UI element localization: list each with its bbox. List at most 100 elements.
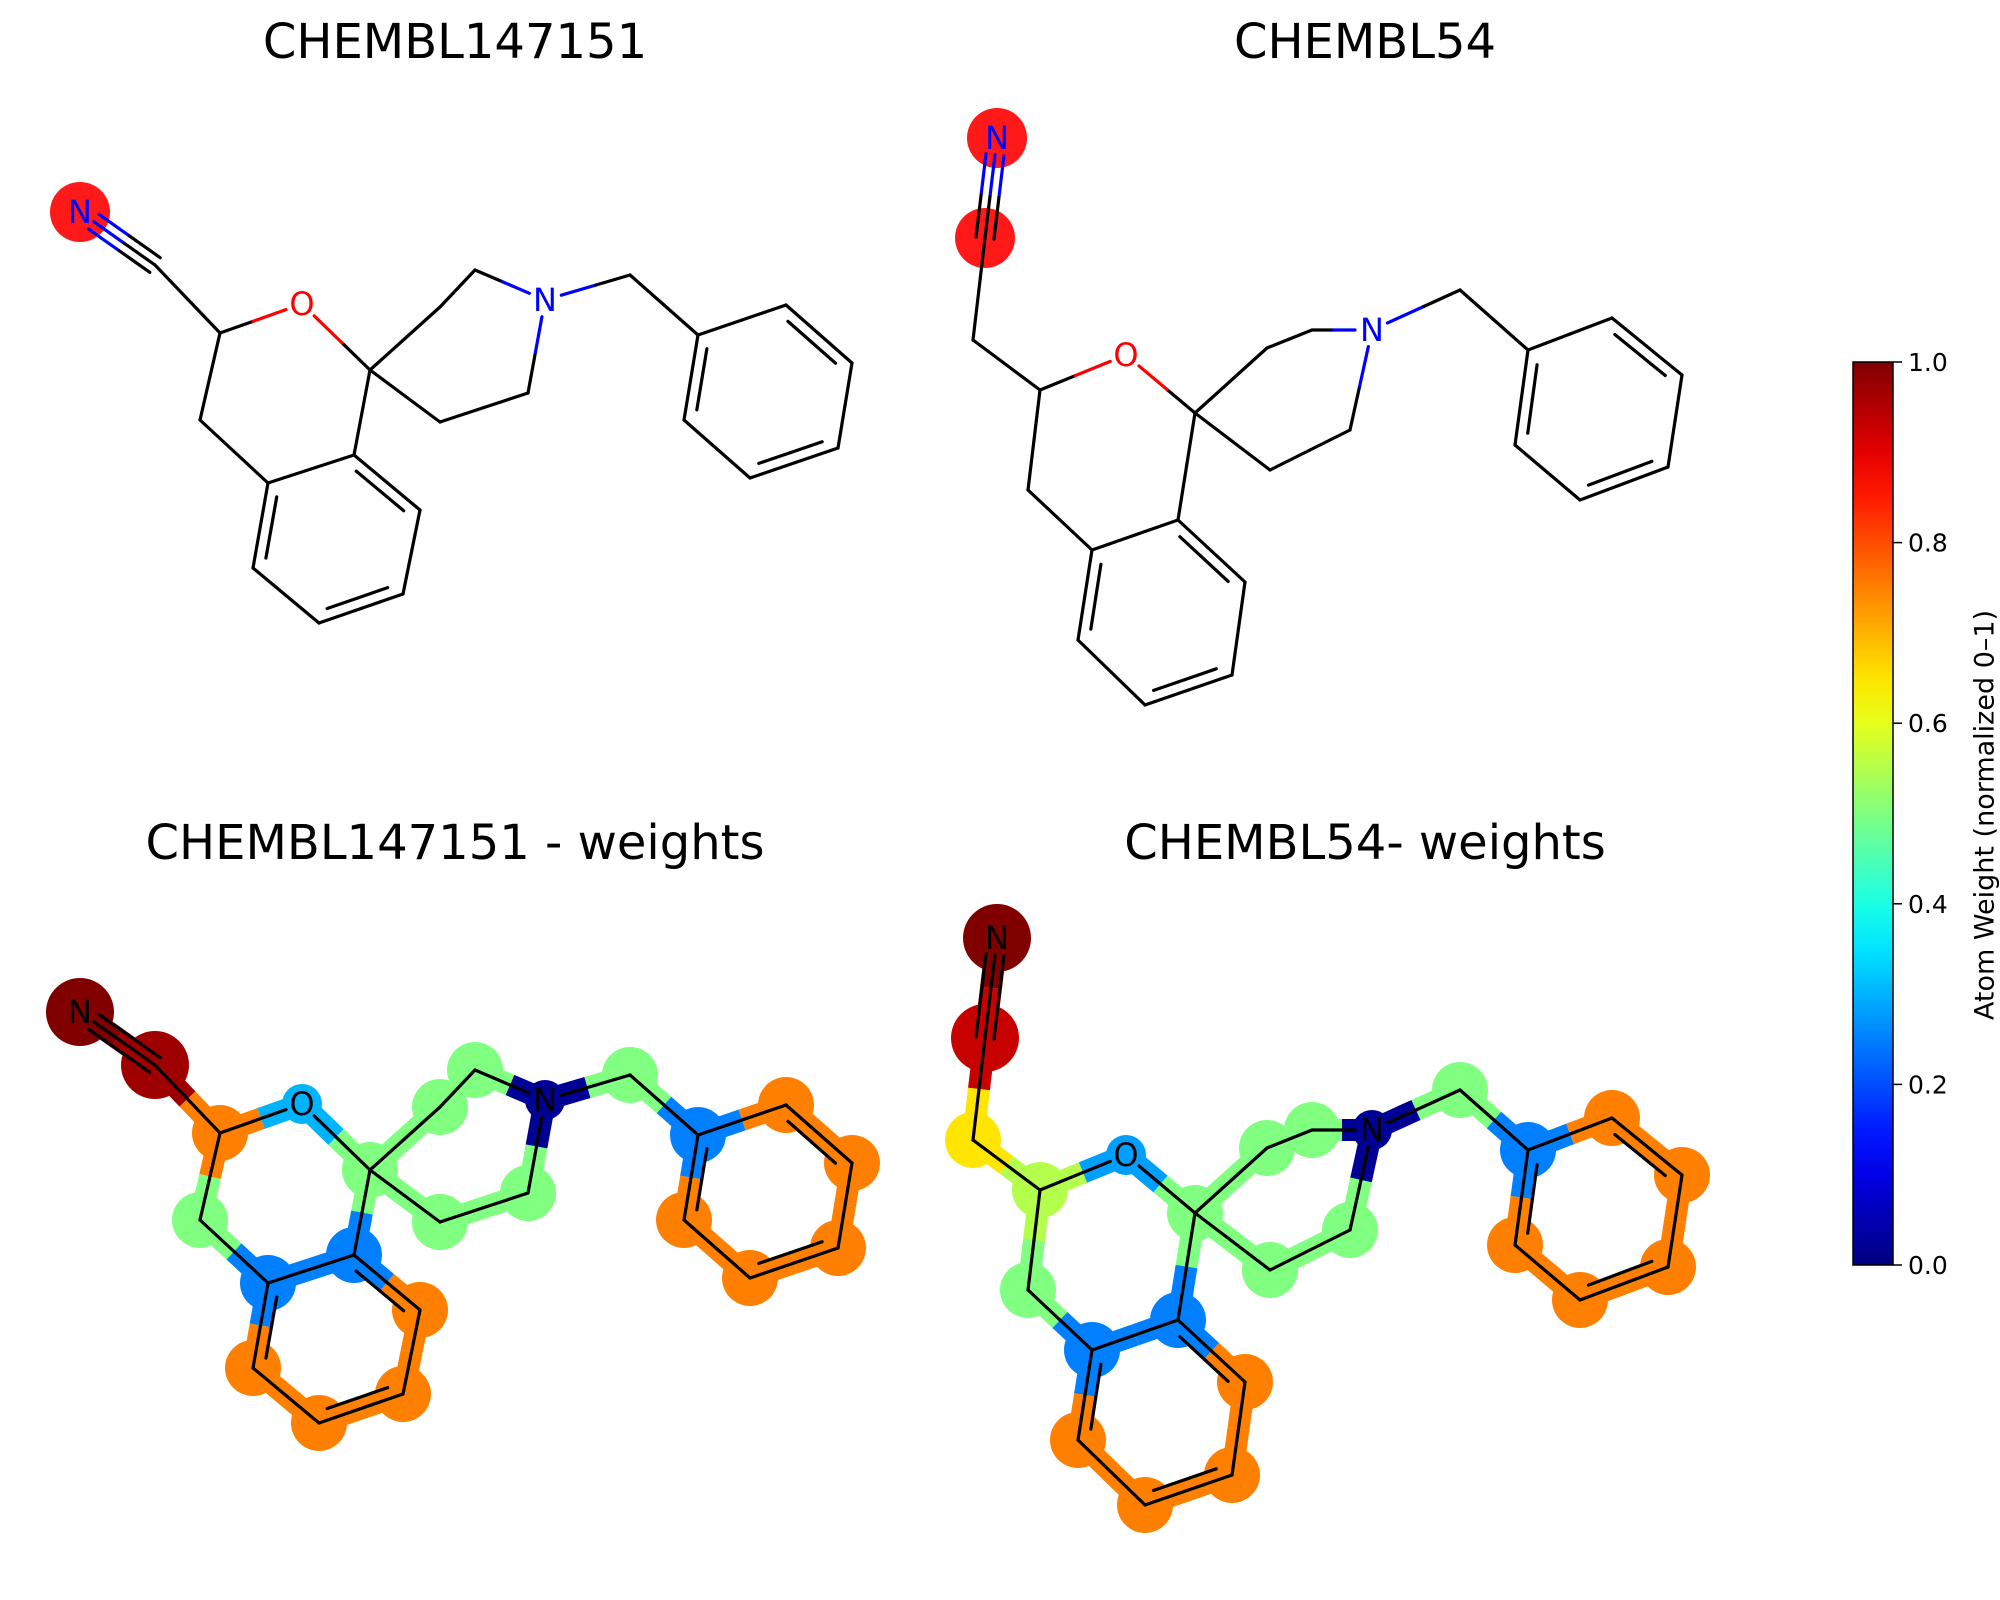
bond-10 — [266, 1253, 356, 1285]
bond-0 — [974, 152, 1006, 241]
bond-5 — [1026, 488, 1094, 552]
bond-9 — [1230, 580, 1247, 677]
bond-17 — [1348, 345, 1370, 432]
bond-15 — [1265, 328, 1314, 350]
colorbar-tick-label-5: 1.0 — [1908, 348, 1948, 377]
bond-1 — [971, 236, 987, 342]
atom-weight-0 — [963, 904, 1031, 972]
bond-14 — [1193, 346, 1269, 415]
bond-6 — [1076, 548, 1103, 642]
bond-23 — [748, 1240, 840, 1280]
atom-label-15: N — [1360, 1111, 1384, 1149]
bond-21 — [1458, 288, 1530, 352]
bond-13 — [368, 1105, 442, 1172]
bond-23 — [1513, 443, 1582, 502]
colorbar-label: Atom Weight (normalized 0–1) — [1969, 609, 2000, 1021]
bond-25 — [784, 303, 854, 365]
panel-title-2: CHEMBL54 — [1233, 14, 1497, 70]
bond-16 — [526, 1115, 544, 1195]
atom-weight-3 — [282, 1084, 322, 1124]
bond-7 — [1076, 638, 1147, 707]
bond-20 — [628, 273, 700, 337]
bond-14 — [1193, 1146, 1269, 1215]
atom-weight-4 — [1106, 1135, 1146, 1175]
bond-1 — [153, 263, 222, 335]
bond-3 — [198, 331, 222, 422]
bond-26 — [696, 303, 788, 337]
bond-1 — [971, 1036, 987, 1142]
bond-20 — [628, 1073, 700, 1137]
atom-label-14: N — [533, 1081, 557, 1119]
bond-4 — [198, 1218, 270, 1285]
bond-3 — [1038, 1159, 1112, 1192]
molecule-panel-4: N O N — [945, 904, 1710, 1533]
bond-11 — [352, 1168, 372, 1257]
bond-14 — [438, 1068, 477, 1109]
bond-19 — [559, 273, 632, 297]
bond-19 — [1193, 411, 1272, 472]
bond-2 — [218, 1108, 288, 1135]
colorbar-tick-label-3: 0.6 — [1908, 709, 1948, 738]
bond-27 — [1526, 316, 1614, 352]
atom-label-15: N — [1360, 311, 1384, 349]
bond-8 — [1143, 1467, 1234, 1507]
atom-weight-0 — [46, 978, 114, 1046]
bond-25 — [784, 1103, 854, 1165]
bond-23 — [1513, 1243, 1582, 1302]
bond-11 — [1090, 1318, 1180, 1352]
colorbar-gradient — [1852, 361, 1894, 1266]
bond-19 — [1193, 1211, 1272, 1272]
bond-21 — [1458, 1088, 1530, 1152]
bond-9 — [352, 1253, 422, 1313]
bond-14 — [438, 268, 477, 309]
bond-12 — [312, 314, 372, 372]
bond-2 — [218, 308, 288, 335]
bond-9 — [1230, 1380, 1247, 1477]
bond-11 — [352, 368, 372, 457]
bond-9 — [352, 453, 422, 513]
bond-18 — [1268, 1228, 1352, 1272]
panel-title-1: CHEMBL147151 — [262, 14, 648, 70]
bond-20 — [1385, 1088, 1462, 1125]
bond-5 — [1026, 1288, 1094, 1352]
panel-title-3: CHEMBL147151 - weights — [145, 815, 765, 871]
bond-24 — [836, 1161, 854, 1250]
atom-label-14: N — [533, 281, 557, 319]
bond-20 — [1385, 288, 1462, 325]
bond-25 — [1666, 373, 1684, 469]
bond-7 — [317, 586, 405, 625]
bond-7 — [317, 1386, 405, 1425]
atom-label-0: N — [985, 119, 1009, 157]
atom-label-4: O — [1113, 336, 1138, 374]
atom-label-0: N — [985, 919, 1009, 957]
bond-16 — [526, 315, 544, 395]
bond-12 — [312, 1114, 372, 1172]
bond-8 — [401, 1308, 422, 1396]
bond-17 — [438, 1191, 530, 1224]
bond-6 — [1076, 1348, 1103, 1442]
atom-label-4: O — [1113, 1136, 1138, 1174]
bond-4 — [198, 418, 270, 485]
bond-27 — [1526, 1116, 1614, 1152]
bond-21 — [682, 1133, 709, 1222]
atom-label-3: O — [289, 285, 314, 323]
bond-22 — [1513, 1148, 1539, 1247]
panel-title-4: CHEMBL54- weights — [1124, 815, 1606, 871]
bond-3 — [1038, 359, 1112, 392]
bond-5 — [251, 481, 279, 570]
bond-18 — [368, 1168, 442, 1224]
colorbar: 0.00.20.40.60.81.0 — [1852, 348, 1948, 1280]
colorbar-tick-label-4: 0.8 — [1908, 529, 1948, 558]
bond-17 — [438, 391, 530, 424]
bond-12 — [1176, 1211, 1197, 1322]
bond-11 — [1090, 518, 1180, 552]
atom-weight-14 — [525, 1080, 565, 1120]
bond-7 — [1076, 1438, 1147, 1507]
bond-6 — [251, 1366, 321, 1425]
colorbar-tick-label-0: 0.0 — [1908, 1251, 1948, 1280]
molecule-panel-2: N O N — [955, 108, 1684, 707]
bond-15 — [473, 1068, 531, 1095]
bond-15 — [1265, 1128, 1314, 1150]
